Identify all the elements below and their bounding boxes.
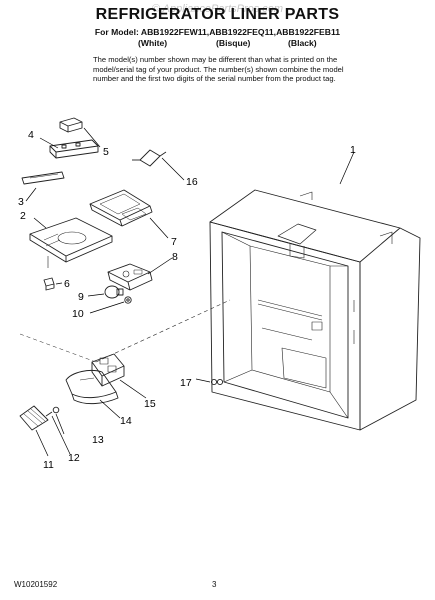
callout-13: 13: [92, 434, 104, 446]
note-line: The model(s) number shown may be differe…: [93, 55, 338, 64]
callout-17: 17: [180, 377, 192, 389]
model-note: The model(s) number shown may be differe…: [93, 55, 353, 84]
note-line: model/serial tag of your product. The nu…: [93, 64, 344, 74]
callout-3: 3: [18, 196, 24, 208]
lamp-socket-part[interactable]: [107, 263, 153, 291]
callout-9: 9: [78, 291, 84, 303]
control-strip-part[interactable]: [49, 139, 99, 159]
housing-cover-part[interactable]: [65, 369, 119, 405]
screw-part[interactable]: [45, 406, 60, 417]
variant-black: (Black): [288, 38, 317, 48]
plug-part[interactable]: [210, 378, 224, 386]
callout-6: 6: [64, 278, 70, 290]
light-shield-part[interactable]: [89, 189, 153, 227]
clip-part[interactable]: [43, 277, 55, 291]
callout-11: 11: [43, 459, 54, 471]
callout-15: 15: [144, 398, 156, 410]
page-number: 3: [212, 580, 217, 589]
callout-16: 16: [186, 176, 198, 188]
page-title: REFRIGERATOR LINER PARTS: [95, 6, 340, 23]
variant-bisque: (Bisque): [216, 38, 251, 48]
drain-tube-part[interactable]: [132, 149, 167, 167]
variant-white: (White): [138, 38, 168, 48]
light-housing-part[interactable]: [29, 217, 113, 268]
lens-grille-part[interactable]: [19, 405, 49, 431]
latch-bracket-part[interactable]: [59, 117, 83, 133]
document-number: W10201592: [14, 580, 58, 589]
liner-box-part[interactable]: [209, 189, 421, 431]
callout-2: 2: [20, 210, 26, 222]
callout-7: 7: [171, 236, 177, 248]
callout-12: 12: [68, 452, 80, 464]
callout-10: 10: [72, 308, 84, 320]
callout-5: 5: [103, 146, 109, 158]
callout-1: 1: [350, 144, 356, 156]
light-bulb-part[interactable]: [104, 285, 124, 299]
callout-8: 8: [172, 251, 178, 263]
label-strip-part[interactable]: [21, 171, 65, 185]
callout-4: 4: [28, 129, 34, 141]
model-line: For Model: ABB1922FEW11,ABB1922FEQ11,ABB…: [94, 27, 341, 37]
callout-14: 14: [120, 415, 132, 427]
nut-part[interactable]: [124, 296, 132, 304]
note-line: number and the first two digits of the s…: [93, 74, 336, 84]
